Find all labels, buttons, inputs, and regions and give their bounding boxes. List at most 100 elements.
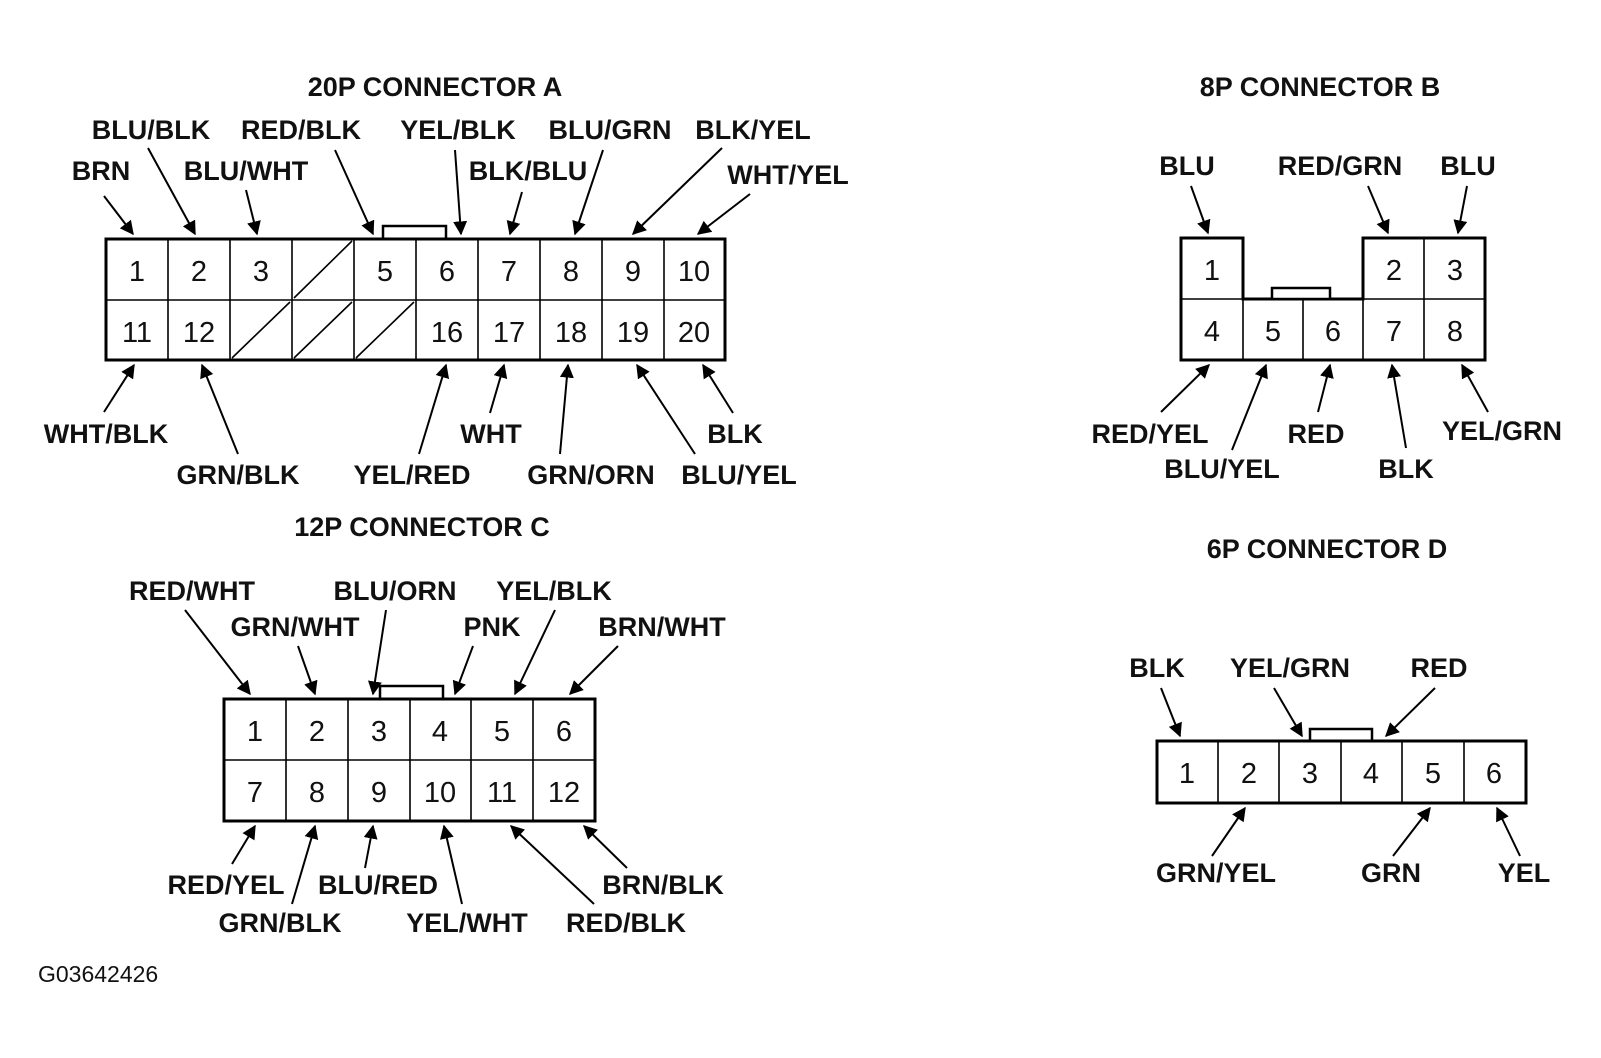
connector-d-pin-number: 4	[1363, 758, 1379, 790]
connector-a-title: 20P CONNECTOR A	[308, 72, 563, 102]
connector-a-wire-label: BLU/GRN	[549, 115, 672, 145]
connector-c-pin-number: 2	[309, 716, 325, 748]
connector-b-pin-number: 1	[1204, 255, 1220, 287]
connector-c-wire-label: YEL/WHT	[406, 908, 528, 938]
connector-a-pin-number: 12	[183, 317, 215, 349]
connector-d-pin-number: 5	[1425, 758, 1441, 790]
connector-c-wire-label: BRN/WHT	[598, 612, 726, 642]
connector-c-pin-number: 11	[487, 777, 517, 809]
figure-code: G03642426	[38, 961, 158, 987]
connector-d-pin-number: 1	[1179, 758, 1195, 790]
connector-a-pin-number: 16	[431, 317, 463, 349]
connector-b-title: 8P CONNECTOR B	[1200, 72, 1441, 102]
connector-d: 1 2 3 4 5 6 BLK GRN/YEL YEL/GRN RED GRN …	[1129, 653, 1550, 888]
connector-a-wire-label: BLU/WHT	[184, 156, 309, 186]
connector-d-lead-arrow	[1384, 687, 1436, 737]
connector-a-pin-number: 7	[501, 256, 517, 288]
connector-c-pin-number: 7	[247, 777, 263, 809]
connector-b-pin-number: 5	[1265, 316, 1281, 348]
connector-b-pin-number: 8	[1447, 316, 1463, 348]
connector-a-lead-arrow	[418, 363, 450, 455]
connector-a-pin-number: 6	[439, 256, 455, 288]
connector-d-wire-label: GRN/YEL	[1156, 858, 1276, 888]
connector-c: 1 2 3 4 5 6 7 8 9 10 11 12 RED/WHT GRN/W…	[129, 576, 726, 938]
connector-b-wire-label: BLU/YEL	[1164, 454, 1280, 484]
connector-d-wire-label: BLK	[1129, 653, 1185, 683]
connector-b-pin-number: 2	[1386, 255, 1402, 287]
connector-a-empty-cavity	[231, 301, 291, 359]
connector-c-wire-label: YEL/BLK	[496, 576, 612, 606]
connector-c-pin-number: 1	[247, 716, 263, 748]
connector-b-wire-label: RED/GRN	[1278, 151, 1403, 181]
connector-b-lead-arrow	[1461, 363, 1489, 413]
connector-c-wire-label: GRN/BLK	[219, 908, 342, 938]
connector-a-pin-number: 3	[253, 256, 269, 288]
connector-a-lead-arrow	[696, 193, 751, 235]
connector-b-pin-number: 4	[1204, 316, 1220, 348]
connector-c-pin-number: 12	[548, 777, 580, 809]
connector-a-wire-label: BLK	[707, 419, 763, 449]
connector-d-lead-arrow	[1211, 806, 1246, 857]
connector-a-lead-arrow	[702, 363, 734, 414]
connector-b-lock-tab	[1270, 286, 1332, 301]
connector-a-wire-label: WHT/YEL	[727, 160, 849, 190]
connector-a-lead-arrow	[334, 149, 375, 236]
connector-a-lead-arrow	[453, 149, 468, 236]
connector-d-lead-arrow	[1496, 806, 1521, 857]
connector-a-pin-number: 9	[625, 256, 641, 288]
connector-a-wire-label: GRN/BLK	[177, 460, 300, 490]
connector-a-lead-arrow	[572, 149, 604, 236]
connector-a-empty-cavity	[293, 240, 353, 299]
connector-a-wire-label: GRN/ORN	[527, 460, 655, 490]
connector-a-pin-number: 17	[493, 317, 525, 349]
connector-b-lead-arrow	[1367, 185, 1390, 235]
connector-a-pin-number: 10	[678, 256, 710, 288]
connector-a-empty-cavity	[355, 301, 415, 359]
connector-c-wire-label: GRN/WHT	[231, 612, 360, 642]
connector-c-pin-number: 4	[432, 716, 448, 748]
connector-b-wire-label: RED/YEL	[1091, 419, 1208, 449]
connector-d-lead-arrow	[1273, 687, 1303, 738]
connector-d-pin-number: 3	[1302, 758, 1318, 790]
connector-a-lead-arrow	[245, 189, 261, 236]
connector-c-wire-label: RED/WHT	[129, 576, 255, 606]
connector-a-wire-label: BLU/YEL	[681, 460, 797, 490]
connector-d-wire-label: YEL	[1498, 858, 1551, 888]
connector-c-lead-arrow	[582, 825, 628, 869]
connector-b: 1 2 3 4 5 6 7 8 BLU RED/GRN BLU RED/YEL …	[1091, 151, 1562, 484]
connector-a-wire-label: BLK/BLU	[469, 156, 587, 186]
connector-a-wire-label: WHT/BLK	[44, 419, 169, 449]
connector-c-wire-label: BLU/ORN	[334, 576, 457, 606]
connector-c-lead-arrow	[509, 825, 595, 905]
connector-b-lead-arrow	[1387, 363, 1407, 449]
connector-c-pin-number: 8	[309, 777, 325, 809]
connector-c-lead-arrow	[514, 609, 556, 696]
connector-a-wire-label: RED/BLK	[241, 115, 361, 145]
connector-a-pin-number: 1	[129, 256, 145, 288]
connector-a-wire-label: BLK/YEL	[695, 115, 811, 145]
connector-a: 1 2 3 5 6 7 8 9 10 11 12 16 17 18 19 20 …	[44, 115, 849, 490]
connector-c-lead-arrow	[184, 609, 251, 696]
connector-d-lock-tab	[1308, 727, 1374, 743]
connector-b-lead-arrow	[1453, 185, 1468, 235]
connector-d-lead-arrow	[1392, 806, 1431, 857]
connector-b-wire-label: BLU	[1159, 151, 1215, 181]
connector-a-wire-label: WHT	[460, 419, 522, 449]
connector-a-lead-arrow	[559, 363, 574, 455]
connector-d-title: 6P CONNECTOR D	[1207, 534, 1448, 564]
connector-d-pin-number: 2	[1241, 758, 1257, 790]
connector-c-wire-label: PNK	[463, 612, 521, 642]
connector-a-lead-arrow	[147, 147, 196, 236]
connector-a-pin-number: 8	[563, 256, 579, 288]
connector-a-lead-arrow	[506, 191, 523, 236]
connector-c-pin-number: 10	[424, 777, 456, 809]
connector-c-lock-tab	[378, 684, 445, 701]
connector-a-pin-number: 18	[555, 317, 587, 349]
connector-a-pin-number: 2	[191, 256, 207, 288]
connector-d-pin-number: 6	[1486, 758, 1502, 790]
connector-c-wire-label: RED/BLK	[566, 908, 686, 938]
connector-c-pin-number: 6	[556, 716, 572, 748]
connector-c-wire-label: RED/YEL	[167, 870, 284, 900]
connector-b-lead-arrow	[1160, 364, 1211, 413]
